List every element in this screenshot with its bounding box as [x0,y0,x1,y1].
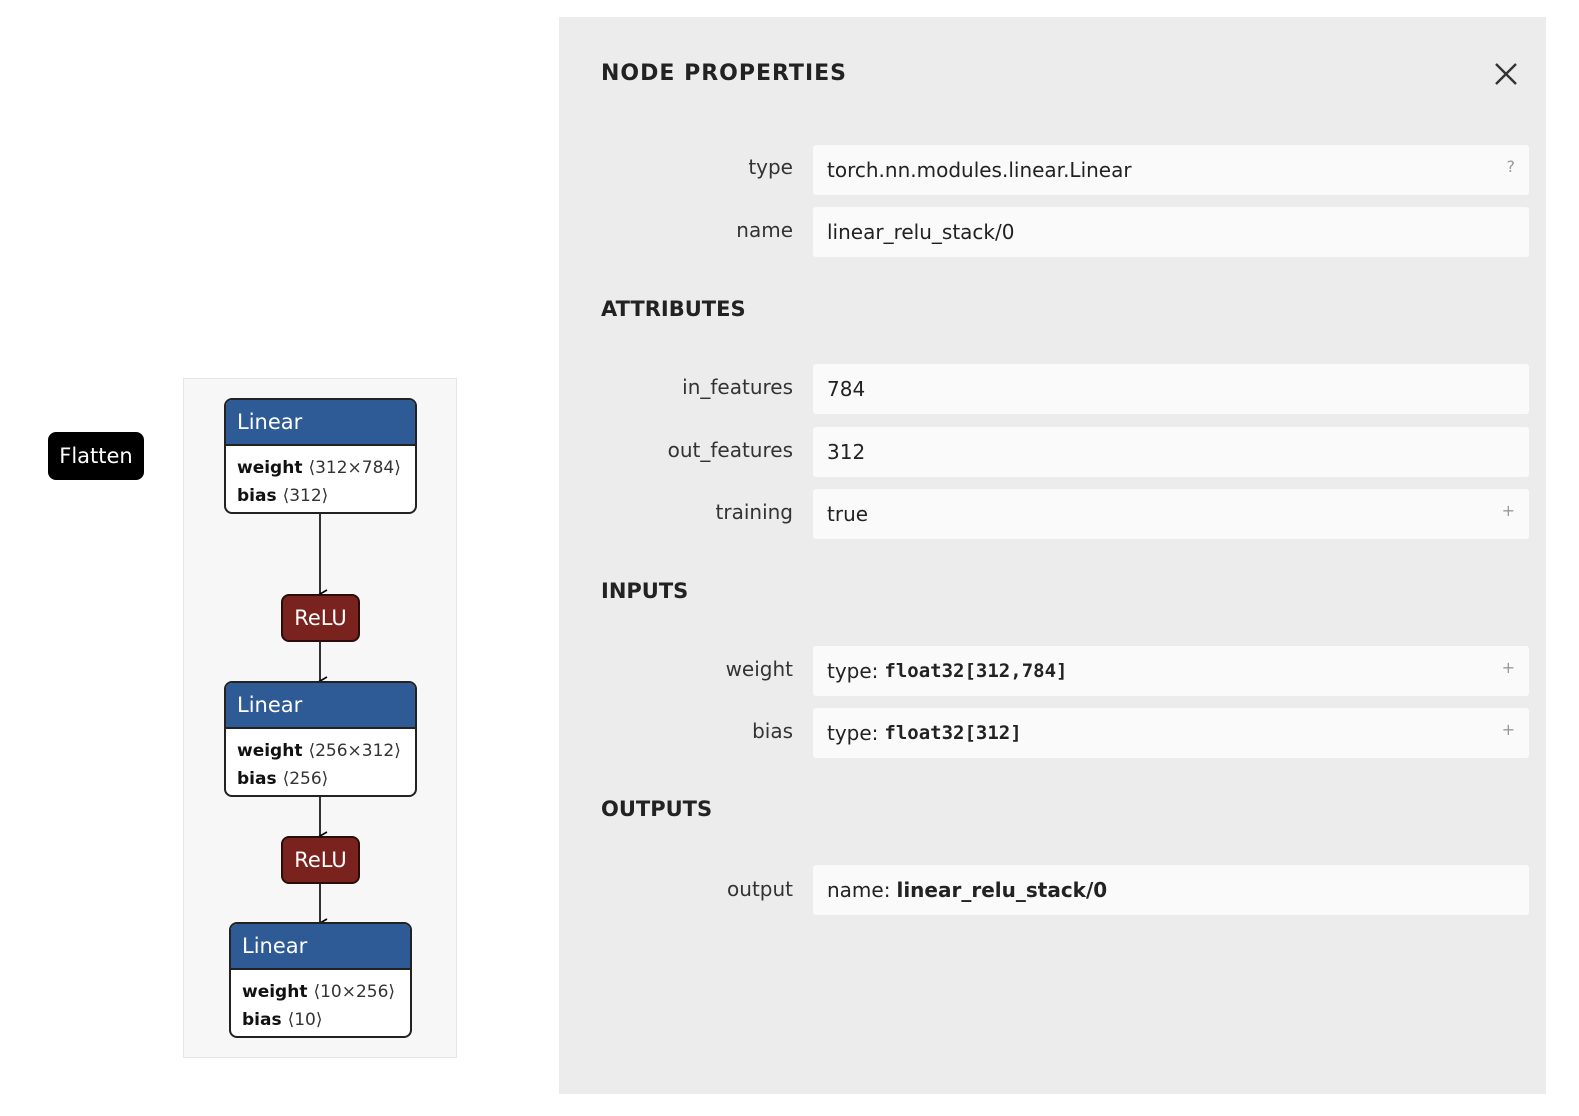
attributes-heading: ATTRIBUTES [601,297,746,321]
weight-shape: ⟨256×312⟩ [308,741,401,761]
type-label: type [748,155,793,179]
type-value-field: torch.nn.modules.linear.Linear ? [813,145,1529,195]
training-value-field: true + [813,489,1529,539]
bias-shape: ⟨10⟩ [287,1010,323,1030]
linear-node-3[interactable]: Linear weight⟨10×256⟩ bias⟨10⟩ [229,922,412,1038]
bias-key: bias [237,769,277,789]
linear-node-1[interactable]: Linear weight⟨312×784⟩ bias⟨312⟩ [224,398,417,514]
inputs-heading: INPUTS [601,579,689,603]
weight-input-value-field: type: float32[312,784] + [813,646,1529,696]
name-label: name [736,218,793,242]
weight-key: weight [237,741,303,761]
linear-node-2[interactable]: Linear weight⟨256×312⟩ bias⟨256⟩ [224,681,417,797]
output-value: linear_relu_stack/0 [896,878,1108,902]
bias-input-value: float32[312] [884,722,1022,744]
output-label: output [727,877,793,901]
panel-title: NODE PROPERTIES [601,61,847,86]
weight-input-expand-button[interactable]: + [1501,658,1515,677]
name-value-field: linear_relu_stack/0 [813,207,1529,257]
relu-node-2-label: ReLU [294,848,347,872]
close-button[interactable] [1489,57,1523,91]
bias-shape: ⟨312⟩ [282,486,329,506]
bias-shape: ⟨256⟩ [282,769,329,789]
weight-input-label: weight [725,657,793,681]
in-features-label: in_features [682,375,793,399]
in-features-value: 784 [827,377,866,401]
weight-input-prefix: type: [827,659,879,683]
weight-shape: ⟨312×784⟩ [308,458,401,478]
training-expand-button[interactable]: + [1501,501,1515,520]
out-features-value-field: 312 [813,427,1529,477]
output-value-field: name: linear_relu_stack/0 [813,865,1529,915]
bias-input-value-field: type: float32[312] + [813,708,1529,758]
close-icon [1495,63,1517,85]
weight-shape: ⟨10×256⟩ [313,982,396,1002]
flatten-node[interactable]: Flatten [48,432,144,480]
linear-node-2-title: Linear [226,683,415,729]
out-features-label: out_features [667,438,793,462]
type-value: torch.nn.modules.linear.Linear [827,158,1132,182]
training-label: training [715,500,793,524]
flatten-node-label: Flatten [59,444,133,468]
bias-input-label: bias [752,719,793,743]
linear-node-1-title: Linear [226,400,415,446]
bias-input-expand-button[interactable]: + [1501,720,1515,739]
output-prefix: name: [827,878,891,902]
linear-node-3-title: Linear [231,924,410,970]
relu-node-2[interactable]: ReLU [281,836,360,884]
weight-key: weight [237,458,303,478]
bias-key: bias [242,1010,282,1030]
training-value: true [827,502,869,526]
relu-node-1[interactable]: ReLU [281,594,360,642]
node-properties-panel: NODE PROPERTIES type torch.nn.modules.li… [559,17,1546,1094]
weight-key: weight [242,982,308,1002]
outputs-heading: OUTPUTS [601,797,713,821]
bias-input-prefix: type: [827,721,879,745]
out-features-value: 312 [827,440,866,464]
type-help-button[interactable]: ? [1506,157,1516,176]
name-value: linear_relu_stack/0 [827,220,1015,244]
relu-node-1-label: ReLU [294,606,347,630]
bias-key: bias [237,486,277,506]
weight-input-value: float32[312,784] [884,660,1068,682]
in-features-value-field: 784 [813,364,1529,414]
